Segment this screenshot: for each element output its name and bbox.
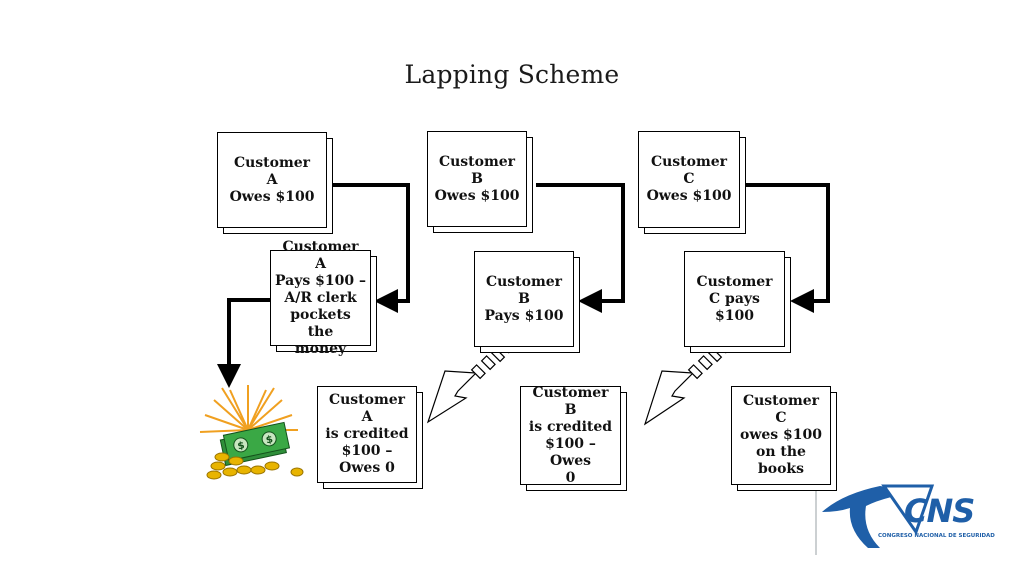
box-customer-a-credited: Customer A is credited $100 – Owes 0 (317, 386, 417, 483)
box-customer-c-owes: Customer C Owes $100 (638, 131, 740, 228)
striped-arrow-c-to-b-credit (643, 340, 731, 426)
box-customer-b-owes: Customer B Owes $100 (427, 131, 527, 227)
box-customer-c-owes-books: Customer C owes $100 on the books (731, 386, 831, 485)
cns-logo-name: CNS (904, 492, 975, 530)
cns-logo (815, 475, 935, 555)
svg-text:$: $ (237, 440, 246, 452)
arrow-a-to-payment (332, 183, 410, 313)
cns-logo-subtitle: CONGRESO NACIONAL DE SEGURIDAD (878, 533, 995, 539)
box-customer-b-credited: Customer B is credited $100 – Owes 0 (520, 385, 621, 486)
svg-text:$: $ (265, 434, 274, 446)
arrow-a-payment-to-money (217, 298, 271, 388)
box-customer-b-pays: Customer B Pays $100 (474, 251, 574, 347)
striped-arrow-b-to-a-credit (426, 340, 514, 424)
arrow-b-to-payment (536, 183, 625, 313)
arrow-c-to-payment (744, 183, 830, 313)
diagram-title: Lapping Scheme (404, 60, 620, 89)
money-pile-icon: $ $ (199, 385, 304, 480)
box-customer-c-pays: Customer C pays $100 (684, 251, 785, 347)
box-customer-a-owes: Customer A Owes $100 (217, 132, 327, 228)
box-customer-a-pays: Customer A Pays $100 – A/R clerk pockets… (270, 239, 371, 357)
